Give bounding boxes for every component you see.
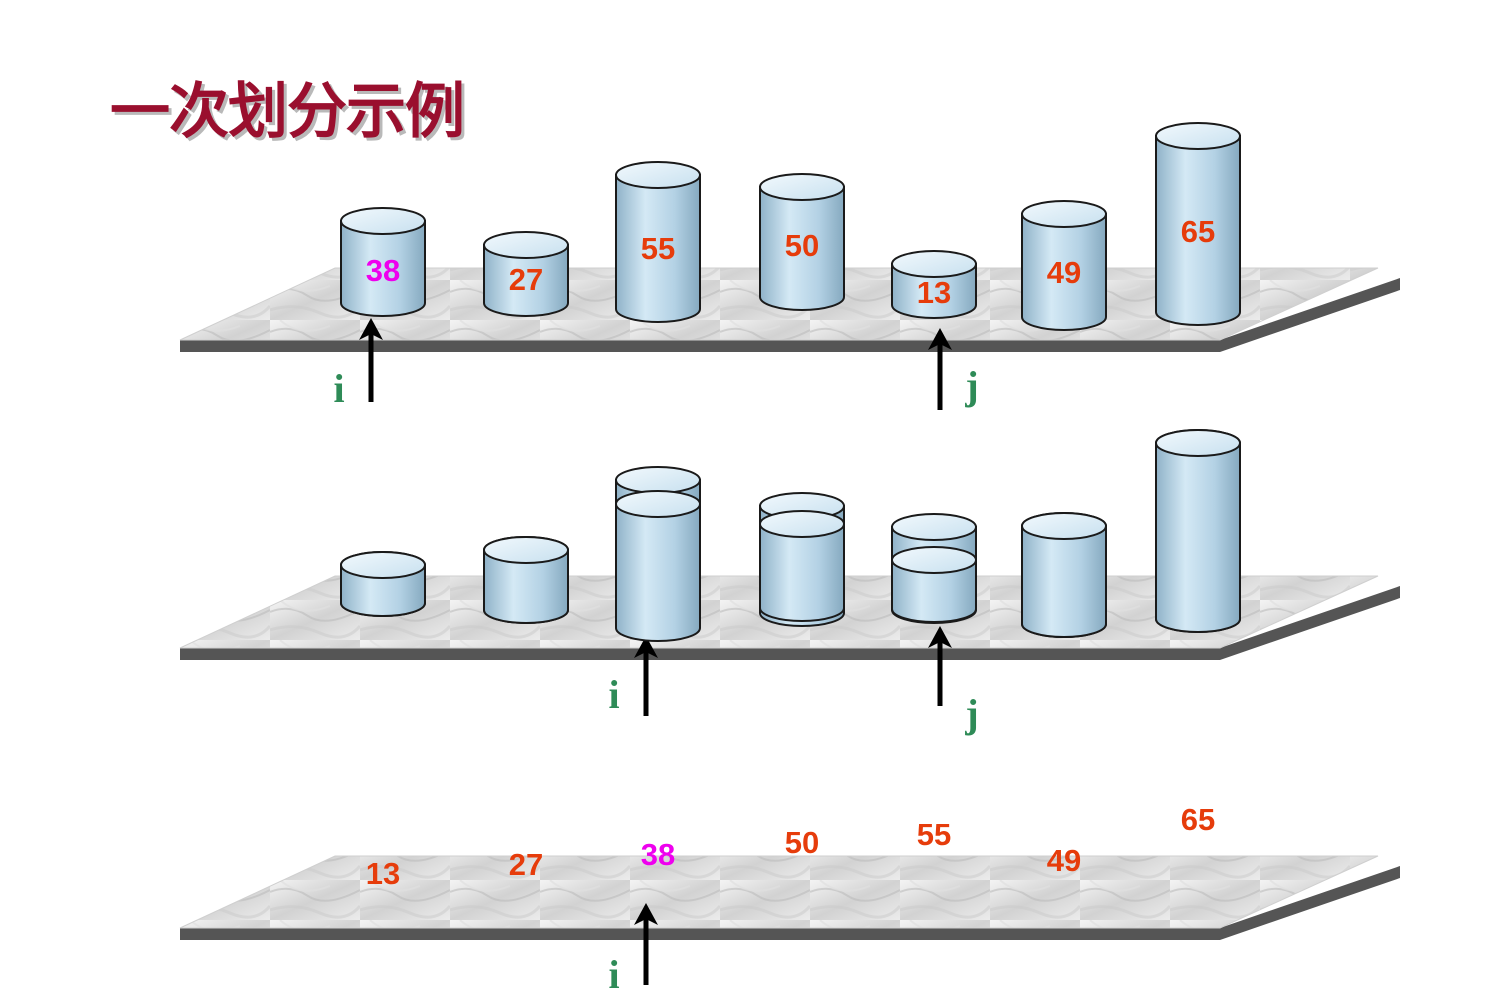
cylinder-body [1021, 213, 1107, 331]
slab-edge [180, 866, 1400, 940]
value-label: 50 [785, 825, 819, 860]
cylinder-top [1021, 200, 1107, 228]
cylinder-body [891, 263, 977, 319]
cylinder-body [483, 549, 569, 624]
value-label: 65 [1181, 802, 1215, 837]
value-label: 13 [917, 275, 951, 310]
cylinder-body [340, 220, 426, 317]
pivot-value-label: 38 [641, 837, 675, 872]
cylinder-65: 65 [1155, 429, 1241, 837]
pointer-i: i [333, 318, 383, 411]
pointer-i: i [608, 636, 658, 717]
cylinder-38: 38 [340, 207, 426, 317]
cylinder-top [891, 546, 977, 574]
cylinder-body [1021, 525, 1107, 638]
cylinder-body [759, 523, 845, 622]
cylinder-top [759, 173, 845, 201]
arrow-up-icon [634, 903, 658, 925]
pointer-j: j [928, 626, 979, 736]
pointer-label-i: i [333, 366, 344, 411]
pointer-label-i: i [608, 672, 619, 717]
value-label: 55 [917, 817, 951, 852]
cylinder-body [1155, 442, 1241, 633]
cylinder-13: 13 [340, 551, 426, 891]
cylinder-top [615, 466, 701, 494]
cylinder-top [483, 536, 569, 564]
cylinder-50: 50 [759, 510, 845, 860]
cylinder-top [483, 231, 569, 259]
cylinder-body [483, 244, 569, 317]
cylinder-top [759, 510, 845, 538]
cylinder-13: 13 [891, 250, 977, 319]
pointer-label-j: j [964, 691, 978, 736]
pivot-value-label: 38 [366, 253, 400, 288]
value-label: 65 [1181, 214, 1215, 249]
cylinder-top [340, 207, 426, 235]
cylinder-body [891, 559, 977, 623]
pointer-j: j [928, 328, 979, 410]
arrow-up-icon [359, 318, 383, 340]
cylinder-body [759, 186, 845, 311]
value-label: 49 [1047, 843, 1081, 878]
value-label: 27 [509, 847, 543, 882]
pointer-label-i: i [608, 952, 619, 997]
cylinder-38: 38 [615, 490, 701, 872]
cylinder-55: 55 [615, 161, 701, 323]
cylinder-50: 50 [759, 173, 845, 311]
arrow-up-icon [634, 636, 658, 658]
slab-edge [180, 278, 1400, 352]
platform-slab-3 [179, 855, 1400, 940]
cylinder-27: 27 [483, 536, 569, 882]
value-label: 50 [785, 228, 819, 263]
cylinder-top [891, 513, 977, 541]
value-label: 55 [641, 231, 675, 266]
slab-surface [179, 855, 1379, 929]
cylinder-top [615, 490, 701, 518]
arrow-up-icon [928, 328, 952, 350]
cylinder-49: 49 [1021, 512, 1107, 878]
cylinder-top [1155, 429, 1241, 457]
arrow-up-icon [928, 626, 952, 648]
value-label: 49 [1047, 255, 1081, 290]
cylinder-body [1155, 135, 1241, 326]
cylinder-65: 65 [1155, 122, 1241, 326]
value-label: 13 [366, 856, 400, 891]
cylinder-top [340, 551, 426, 579]
cylinder-27: 27 [483, 231, 569, 317]
cylinder-top [1155, 122, 1241, 150]
pointer-label-j: j [964, 363, 978, 408]
cylinder-top [615, 161, 701, 189]
page-title: 一次划分示例 [110, 77, 465, 147]
slab-edge [180, 586, 1400, 660]
cylinder-body [615, 503, 701, 642]
cylinder-body [615, 174, 701, 323]
cylinder-top [891, 250, 977, 278]
cylinder-body [340, 564, 426, 617]
pointer-i: i [608, 903, 658, 997]
cylinder-top [1021, 512, 1107, 540]
value-label: 27 [509, 262, 543, 297]
cylinder-55: 55 [891, 546, 977, 852]
cylinder-49: 49 [1021, 200, 1107, 331]
